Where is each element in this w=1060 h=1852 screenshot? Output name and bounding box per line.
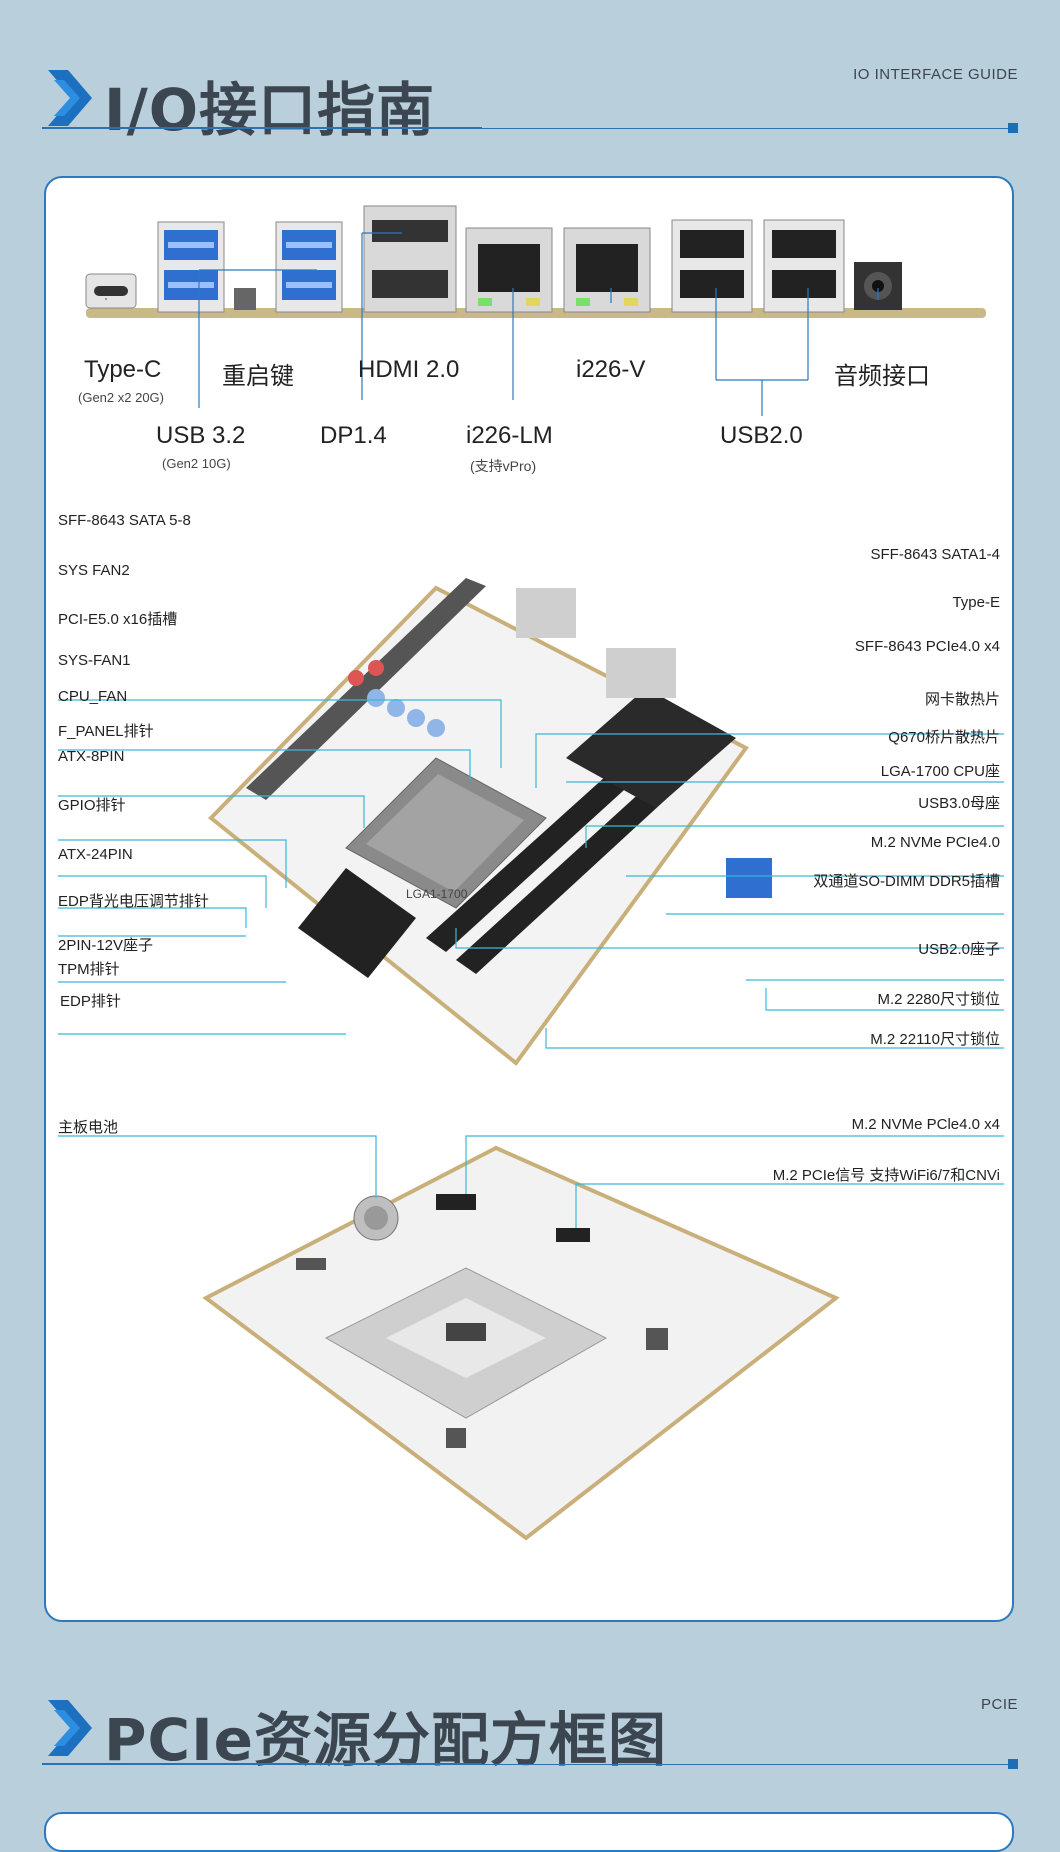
label-f-panel: F_PANEL排针 [58, 723, 154, 740]
decor-square [1008, 1759, 1018, 1769]
label-cpu-fan: CPU_FAN [58, 688, 128, 705]
label-tpm: TPM排针 [58, 961, 120, 978]
label-so-dimm: 双通道SO-DIMM DDR5插槽 [813, 873, 1000, 890]
label-2pin-12v: 2PIN-12V座子 [58, 937, 154, 954]
label-usb32-note: (Gen2 10G) [162, 456, 231, 471]
section-title-pcie: PCIe资源分配方框图 [104, 1706, 667, 1774]
label-usb20: USB2.0 [720, 422, 803, 449]
chevron-right-icon [48, 1700, 92, 1756]
decor-square [1008, 123, 1018, 133]
io-leader-lines [105, 232, 879, 416]
label-reset-button: 重启键 [222, 363, 294, 390]
motherboard-back-image [202, 1145, 840, 1541]
label-m2-22110: M.2 22110尺寸锁位 [870, 1031, 1000, 1048]
label-type-c: Type-C [84, 356, 162, 383]
label-edp: EDP排针 [60, 993, 121, 1010]
back-view-leader-lines [58, 1135, 1004, 1228]
label-hdmi: HDMI 2.0 [358, 356, 460, 383]
label-sys-fan2: SYS FAN2 [58, 562, 130, 579]
label-audio: 音频接口 [834, 363, 930, 390]
rear-io-panel-image [85, 205, 986, 318]
label-m2-2280: M.2 2280尺寸锁位 [877, 991, 1000, 1008]
section-subtitle-pcie: PCIE [980, 1696, 1018, 1713]
label-gpio: GPIO排针 [58, 797, 126, 814]
label-i226v: i226-V [576, 356, 646, 383]
label-q670-heatsink: Q670桥片散热片 [888, 729, 1000, 746]
section-header-pcie: PCIe资源分配方框图 PCIE [0, 1690, 1060, 1774]
label-atx-24pin: ATX-24PIN [58, 846, 133, 863]
label-sff-8643-pcie: SFF-8643 PCIe4.0 x4 [854, 638, 1000, 655]
label-type-c-note: (Gen2 x2 20G) [78, 390, 164, 405]
label-pcie-x16: PCI-E5.0 x16插槽 [58, 611, 178, 628]
label-usb30-header: USB3.0母座 [918, 795, 1000, 812]
label-sys-fan1: SYS-FAN1 [58, 652, 131, 669]
pcie-card-top [44, 1812, 1014, 1852]
label-m2-nvme: M.2 NVMe PCIe4.0 [870, 834, 1000, 851]
page-subtitle: IO INTERFACE GUIDE [853, 66, 1018, 83]
chevron-right-icon [48, 70, 92, 126]
label-nic-heatsink: 网卡散热片 [924, 691, 1000, 708]
label-sff-8643-sata-1-4: SFF-8643 SATA1-4 [870, 546, 1001, 563]
label-i226lm: i226-LM [466, 422, 553, 449]
label-usb32: USB 3.2 [156, 422, 246, 449]
io-guide-card: Type-C (Gen2 x2 20G) 重启键 HDMI 2.0 i226-V… [44, 176, 1014, 1622]
label-lga1700: LGA-1700 CPU座 [880, 763, 1000, 780]
label-usb20-header: USB2.0座子 [918, 941, 1000, 958]
label-dp: DP1.4 [320, 422, 387, 449]
label-back-wifi: M.2 PCIe信号 支持WiFi6/7和CNVi [772, 1167, 1000, 1184]
top-view-leader-lines [58, 699, 1004, 1049]
label-sff-8643-sata-5-8: SFF-8643 SATA 5-8 [58, 512, 191, 529]
motherboard-top-image: LGA1-1700 [208, 578, 772, 1066]
label-i226lm-note: (支持vPro) [470, 458, 537, 474]
label-edp-backlight: EDP背光电压调节排针 [58, 893, 209, 910]
section-header-io: I/O接口指南 IO INTERFACE GUIDE [0, 60, 1060, 144]
page-title: I/O接口指南 [104, 76, 436, 144]
board-cpu-mark: LGA1-1700 [406, 887, 468, 901]
label-back-nvme: M.2 NVMe PCle4.0 x4 [851, 1116, 1000, 1133]
label-type-e: Type-E [952, 594, 1000, 611]
label-atx-8pin: ATX-8PIN [58, 748, 125, 765]
label-battery: 主板电池 [58, 1119, 119, 1136]
